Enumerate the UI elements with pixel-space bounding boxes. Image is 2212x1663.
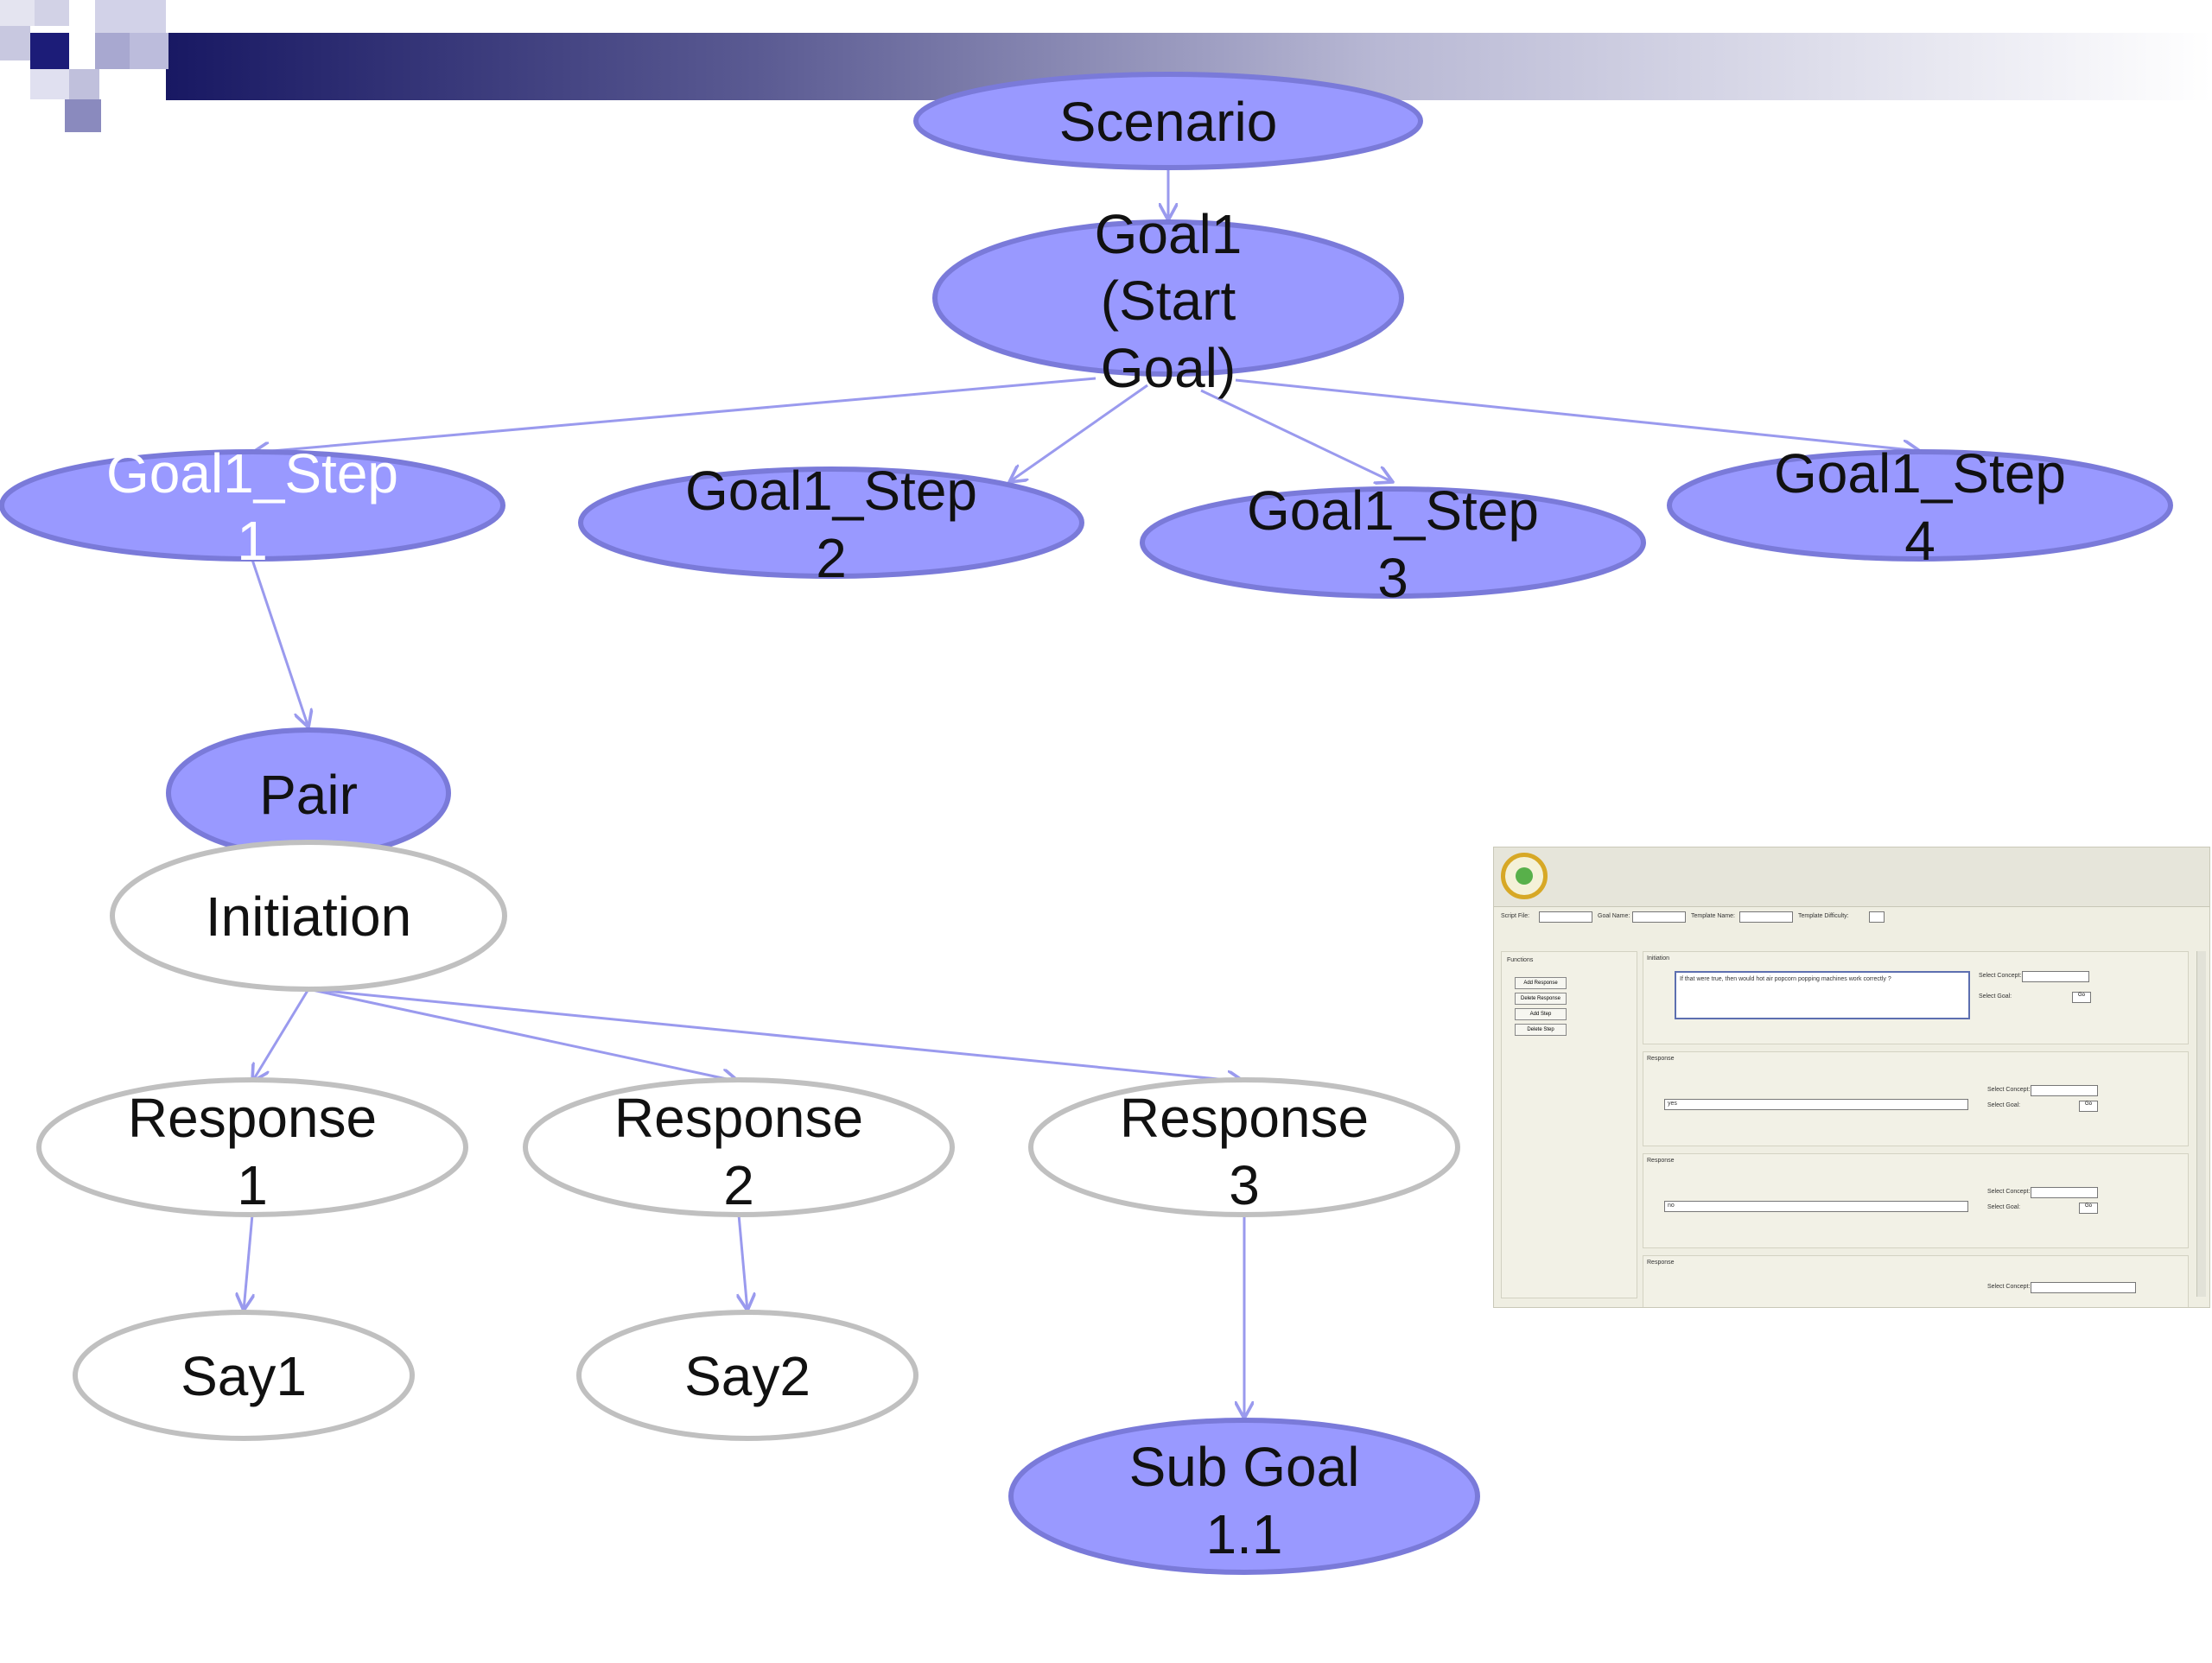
node-response1-line1: Response bbox=[128, 1087, 377, 1149]
initiation-select-concept: Select Concept: bbox=[1979, 973, 2022, 979]
node-say1[interactable]: Say1 bbox=[73, 1310, 415, 1441]
edge-response1-to-say1 bbox=[244, 1214, 252, 1311]
edge-goal1-to-step4 bbox=[1235, 378, 1920, 451]
screenshot-toolbar bbox=[1494, 847, 2209, 907]
edge-goal1-to-step2 bbox=[1009, 384, 1148, 482]
node-say1-label: Say1 bbox=[181, 1345, 307, 1407]
node-scenario[interactable]: Scenario bbox=[913, 72, 1423, 170]
edge-initiation-to-response1 bbox=[252, 988, 310, 1082]
response-panel-2: Response no Select Concept: Select Goal:… bbox=[1643, 1153, 2189, 1248]
response-3-label: Response bbox=[1647, 1260, 1675, 1266]
node-step2-line2: 2 bbox=[816, 527, 847, 589]
response-1-label: Response bbox=[1647, 1056, 1675, 1062]
goal-name-field bbox=[1632, 911, 1686, 923]
node-goal1[interactable]: Goal1 (Start Goal) bbox=[932, 203, 1404, 399]
node-response1-line2: 1 bbox=[237, 1154, 268, 1216]
response-1-go-button: Go bbox=[2079, 1101, 2098, 1112]
template-name-field bbox=[1739, 911, 1793, 923]
response-1-concept-field bbox=[2031, 1085, 2098, 1096]
response-1-select-goal: Select Goal: bbox=[1987, 1102, 2021, 1108]
delete-response-button: Delete Response bbox=[1515, 993, 1567, 1005]
node-step1-line1: Goal1_Step bbox=[106, 442, 398, 505]
node-subgoal-line2: 1.1 bbox=[1206, 1503, 1283, 1565]
node-response2-line1: Response bbox=[614, 1087, 863, 1149]
node-step3-line2: 3 bbox=[1377, 547, 1408, 609]
initiation-select-goal: Select Goal: bbox=[1979, 993, 2012, 1000]
node-step4-line2: 4 bbox=[1904, 510, 1936, 572]
response-2-select-concept: Select Concept: bbox=[1987, 1189, 2031, 1195]
initiation-go-button: Go bbox=[2072, 992, 2091, 1003]
node-response3[interactable]: Response 3 bbox=[1028, 1077, 1460, 1217]
node-step3-line1: Goal1_Step bbox=[1247, 479, 1539, 542]
node-initiation-label: Initiation bbox=[206, 885, 411, 948]
edge-goal1-to-step3 bbox=[1200, 389, 1393, 482]
initiation-label: Initiation bbox=[1647, 955, 1670, 962]
add-response-button: Add Response bbox=[1515, 977, 1567, 989]
node-response2[interactable]: Response 2 bbox=[523, 1077, 955, 1217]
script-file-label: Script File: bbox=[1501, 913, 1530, 919]
response-2-field bbox=[1664, 1201, 1968, 1212]
response-1-field bbox=[1664, 1099, 1968, 1110]
header-dark-square bbox=[30, 33, 69, 69]
editor-screenshot: Script File: Goal Name: Template Name: T… bbox=[1493, 847, 2210, 1308]
node-goal1-line3: Goal) bbox=[1101, 337, 1236, 399]
run-icon bbox=[1501, 853, 1548, 899]
node-step3[interactable]: Goal1_Step 3 bbox=[1140, 479, 1646, 609]
node-step4[interactable]: Goal1_Step 4 bbox=[1667, 442, 2173, 572]
node-say2[interactable]: Say2 bbox=[576, 1310, 918, 1441]
node-response3-line2: 3 bbox=[1229, 1154, 1260, 1216]
node-step2[interactable]: Goal1_Step 2 bbox=[578, 460, 1084, 589]
nodes: Scenario Goal1 (Start Goal) Goal1_Step 1… bbox=[0, 72, 2173, 1575]
initiation-text: If that were true, then would hot air po… bbox=[1675, 971, 1970, 1019]
node-say2-label: Say2 bbox=[684, 1345, 810, 1407]
response-panel-1: Response yes Select Concept: Select Goal… bbox=[1643, 1051, 2189, 1146]
node-response2-line2: 2 bbox=[723, 1154, 754, 1216]
node-step1-line2: 1 bbox=[237, 510, 268, 572]
template-difficulty-label: Template Difficulty: bbox=[1798, 913, 1849, 919]
node-step1[interactable]: Goal1_Step 1 bbox=[0, 442, 505, 572]
node-subgoal-line1: Sub Goal bbox=[1129, 1436, 1360, 1498]
node-step2-line1: Goal1_Step bbox=[685, 460, 977, 522]
response-1-select-concept: Select Concept: bbox=[1987, 1087, 2031, 1093]
response-2-select-goal: Select Goal: bbox=[1987, 1204, 2021, 1210]
response-1-value: yes bbox=[1668, 1101, 1677, 1107]
script-file-field bbox=[1539, 911, 1592, 923]
node-step4-line1: Goal1_Step bbox=[1774, 442, 2066, 505]
response-3-concept-field bbox=[2031, 1282, 2136, 1293]
node-goal1-line2: (Start bbox=[1101, 270, 1236, 332]
delete-step-button: Delete Step bbox=[1515, 1024, 1567, 1036]
goal-name-label: Goal Name: bbox=[1598, 913, 1630, 919]
response-3-select-concept: Select Concept: bbox=[1987, 1284, 2031, 1290]
functions-label: Functions bbox=[1507, 957, 1534, 963]
template-name-label: Template Name: bbox=[1691, 913, 1735, 919]
initiation-concept-field bbox=[2022, 971, 2089, 982]
node-pair[interactable]: Pair bbox=[166, 727, 451, 859]
edge-initiation-to-response2 bbox=[308, 987, 739, 1082]
edges bbox=[244, 168, 1920, 1419]
node-response1[interactable]: Response 1 bbox=[36, 1077, 468, 1217]
edge-initiation-to-response3 bbox=[308, 987, 1244, 1082]
response-2-value: no bbox=[1668, 1203, 1675, 1209]
node-initiation[interactable]: Initiation bbox=[110, 840, 507, 992]
response-panel-3: Response Select Concept: bbox=[1643, 1255, 2189, 1307]
template-difficulty-field bbox=[1869, 911, 1885, 923]
edge-goal1-to-step1 bbox=[252, 377, 1096, 453]
node-subgoal[interactable]: Sub Goal 1.1 bbox=[1008, 1418, 1480, 1575]
add-step-button: Add Step bbox=[1515, 1008, 1567, 1020]
node-pair-label: Pair bbox=[259, 764, 358, 826]
response-2-label: Response bbox=[1647, 1158, 1675, 1164]
node-scenario-label: Scenario bbox=[1059, 91, 1278, 153]
response-2-concept-field bbox=[2031, 1187, 2098, 1198]
initiation-panel: Initiation If that were true, then would… bbox=[1643, 951, 2189, 1044]
edge-response2-to-say2 bbox=[739, 1214, 747, 1311]
screenshot-scrollbar bbox=[2196, 951, 2206, 1297]
response-2-go-button: Go bbox=[2079, 1203, 2098, 1214]
edge-step1-to-pair bbox=[251, 559, 308, 727]
node-goal1-line1: Goal1 bbox=[1095, 203, 1243, 265]
node-response3-line1: Response bbox=[1120, 1087, 1369, 1149]
